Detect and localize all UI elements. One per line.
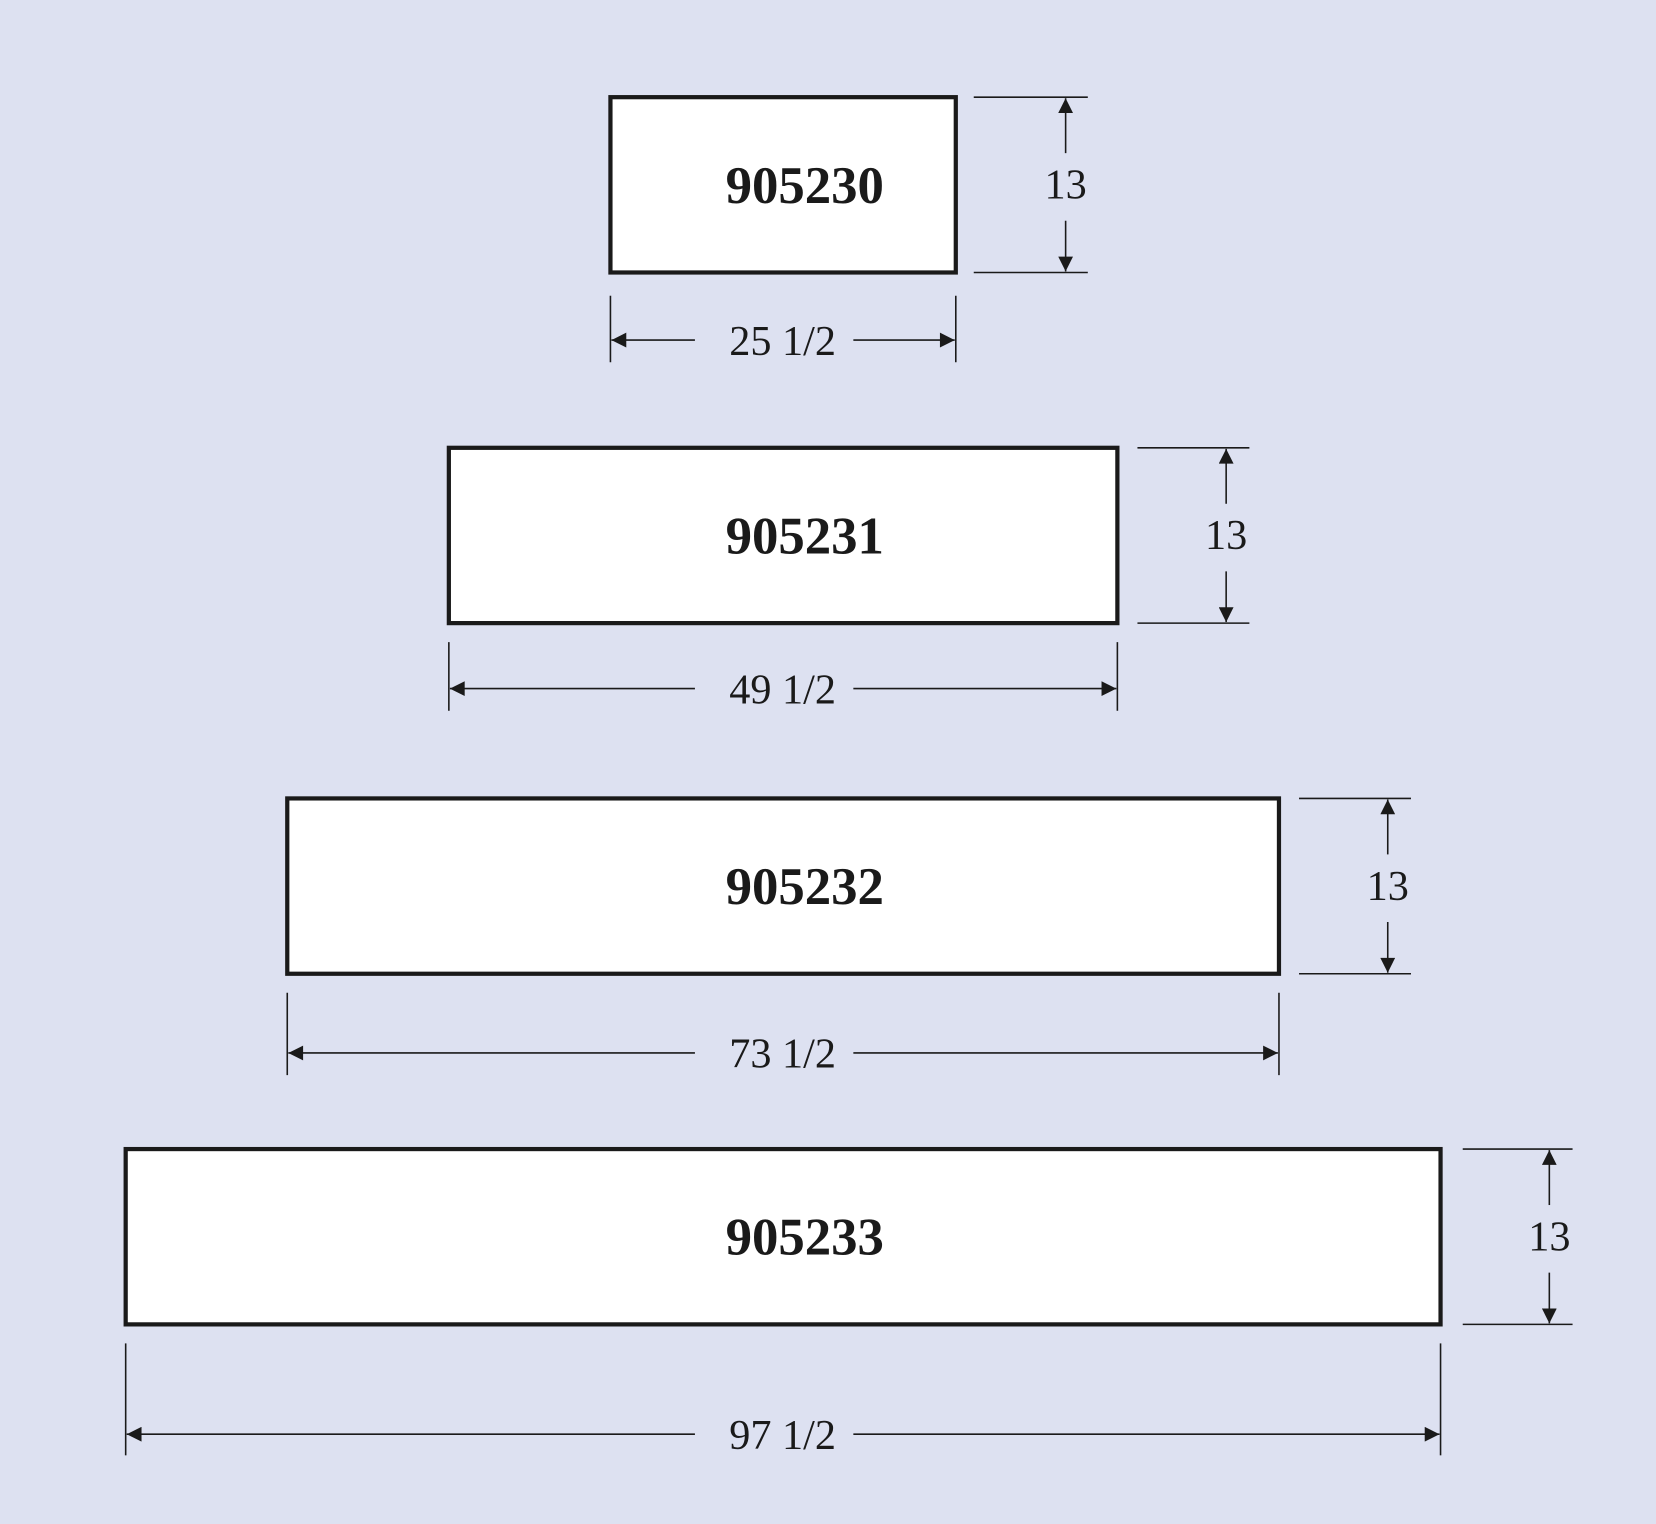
width-dimension-label: 49 1/2	[729, 666, 836, 713]
height-dimension-label: 13	[1528, 1213, 1570, 1260]
height-dimension-label: 13	[1205, 512, 1247, 559]
part-box	[123, 1146, 1443, 1327]
width-dimension-label: 25 1/2	[729, 318, 836, 365]
part-box	[446, 445, 1120, 626]
height-dimension-label: 13	[1045, 162, 1087, 209]
part-number-label: 905232	[726, 858, 884, 916]
part-number-label: 905233	[726, 1209, 884, 1267]
part-box	[608, 95, 958, 275]
width-dimension-label: 73 1/2	[729, 1031, 836, 1078]
height-dimension-label: 13	[1367, 863, 1409, 910]
width-dimension-label: 97 1/2	[729, 1412, 836, 1459]
part-number-label: 905231	[726, 507, 884, 565]
part-box	[285, 796, 1282, 976]
part-number-label: 905230	[726, 157, 884, 215]
